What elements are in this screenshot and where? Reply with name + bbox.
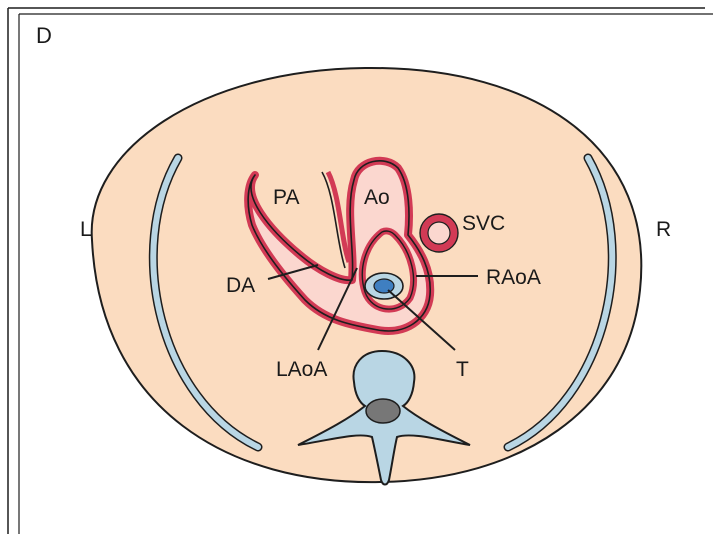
t-label: T bbox=[456, 358, 469, 381]
da-label: DA bbox=[226, 274, 255, 297]
pa-label: PA bbox=[273, 186, 299, 209]
trachea-lumen bbox=[374, 279, 394, 293]
orientation-right-label: R bbox=[656, 218, 671, 241]
svc-label: SVC bbox=[462, 212, 505, 235]
orientation-left-label: L bbox=[80, 218, 92, 241]
laoa-label: LAoA bbox=[276, 358, 327, 381]
panel-label: D bbox=[36, 23, 52, 48]
raoa-label: RAoA bbox=[486, 266, 541, 289]
ao-label: Ao bbox=[364, 186, 390, 209]
spinal-canal bbox=[366, 399, 400, 423]
